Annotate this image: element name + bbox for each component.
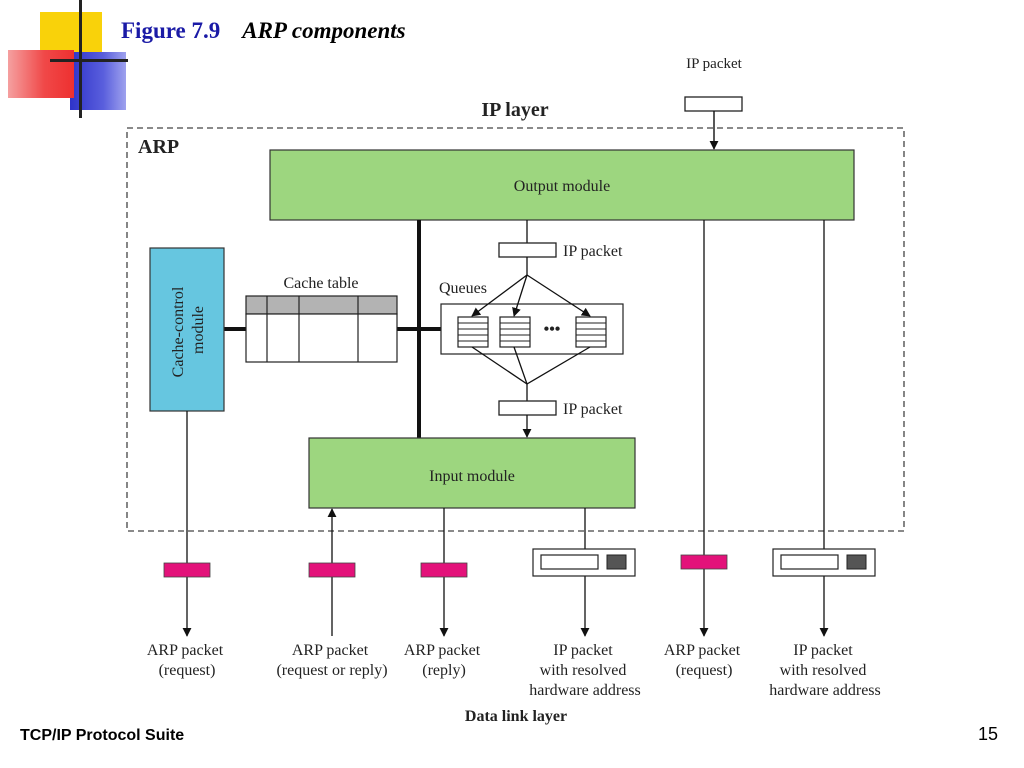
bottom-label-3-line2: (reply): [422, 662, 466, 679]
fan-arrow-1: [471, 274, 528, 317]
bottom-label-1: ARP packet (request): [147, 642, 227, 679]
bottom-label-1-line2: (request): [159, 662, 216, 679]
resolved-frame-icon-2: [772, 548, 876, 577]
arp-packet-icon-3: [420, 562, 468, 578]
fan-arrow-2: [512, 274, 528, 317]
bottom-label-6-line3: hardware address: [769, 682, 881, 699]
queue-1: [457, 316, 489, 348]
deco-horizontal-line: [50, 59, 128, 62]
merge-line-2: [513, 346, 528, 385]
cache-control-line2: module: [190, 306, 207, 354]
cache-table: [245, 295, 398, 363]
upper-ip-packet-icon: [498, 242, 557, 258]
cache-control-label: Cache-control module: [170, 283, 207, 378]
bottom-label-5: ARP packet (request): [664, 642, 744, 679]
lower-ip-packet-icon: [498, 400, 557, 416]
figure-title: ARP components: [242, 18, 406, 43]
arp-label: ARP: [138, 136, 179, 158]
cache-table-label: Cache table: [283, 275, 358, 292]
queue-ellipsis: •••: [544, 321, 561, 338]
cache-control-module: [149, 247, 225, 412]
top-ip-packet-label: IP packet: [686, 56, 743, 72]
merge-line-3: [526, 346, 591, 385]
deco-red-square: [8, 50, 74, 98]
bottom-label-3-line1: ARP packet: [404, 642, 481, 659]
merge-line-1: [471, 346, 528, 385]
fan-arrow-3: [526, 274, 591, 317]
bottom-label-4-line2: with resolved: [540, 662, 627, 679]
output-module-label: Output module: [514, 178, 610, 195]
arp-packet-icon-1: [163, 562, 211, 578]
bottom-label-4-line3: hardware address: [529, 682, 641, 699]
bottom-label-5-line1: ARP packet: [664, 642, 741, 659]
upper-ip-packet-label: IP packet: [563, 243, 623, 260]
bottom-label-2-line1: ARP packet: [292, 642, 369, 659]
bottom-label-4: IP packet with resolved hardware address: [529, 642, 641, 699]
lower-ip-packet-label: IP packet: [563, 401, 623, 418]
slide-title: Figure 7.9 ARP components: [121, 18, 406, 44]
output-module: [269, 149, 855, 221]
bottom-label-4-line1: IP packet: [553, 642, 613, 659]
queue-2: [499, 316, 531, 348]
bottom-label-1-line1: ARP packet: [147, 642, 224, 659]
bottom-label-6: IP packet with resolved hardware address: [769, 642, 881, 699]
bottom-label-2-line2: (request or reply): [276, 662, 387, 679]
bottom-label-3: ARP packet (reply): [404, 642, 484, 679]
bottom-label-2: ARP packet (request or reply): [276, 642, 387, 679]
bottom-label-5-line2: (request): [676, 662, 733, 679]
page-number: 15: [977, 724, 998, 744]
figure-number: Figure 7.9: [121, 18, 221, 43]
input-module: [308, 437, 636, 509]
arp-packet-icon-5: [680, 554, 728, 570]
queues-label: Queues: [439, 280, 487, 297]
cache-control-line1: Cache-control: [170, 286, 187, 377]
resolved-frame-icon-1: [532, 548, 636, 577]
queue-3: [575, 316, 607, 348]
data-link-layer-label: Data link layer: [465, 708, 567, 725]
arp-packet-icon-2: [308, 562, 356, 578]
footer-title: TCP/IP Protocol Suite: [20, 727, 185, 744]
top-ip-packet-icon: [684, 96, 743, 112]
ip-layer-label: IP layer: [481, 99, 548, 121]
bottom-label-6-line1: IP packet: [793, 642, 853, 659]
bottom-label-6-line2: with resolved: [780, 662, 867, 679]
input-module-label: Input module: [429, 468, 515, 485]
